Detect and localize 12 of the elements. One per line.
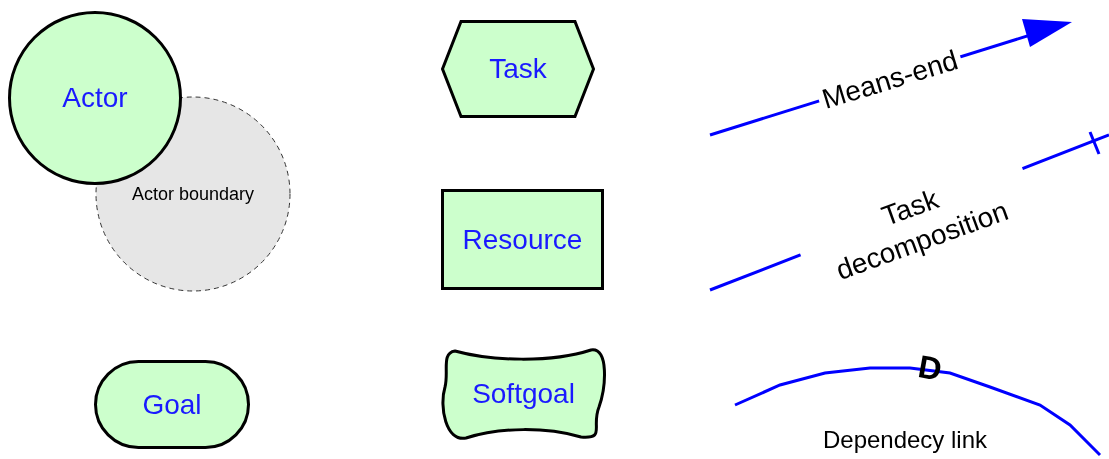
- node-label: Actor: [62, 82, 128, 114]
- node-label: Task: [489, 53, 547, 85]
- node-label: Goal: [142, 388, 202, 421]
- softgoal-cloud: [441, 347, 606, 441]
- actor-circle: [8, 11, 182, 185]
- resource-rectangle: [441, 189, 604, 290]
- dependum-letter: D: [914, 346, 946, 390]
- task-hexagon: [441, 20, 595, 118]
- node-label: Resource: [462, 223, 583, 256]
- node-label: Softgoal: [472, 378, 575, 410]
- node-label: Actor boundary: [131, 183, 255, 205]
- link-label: Dependecy link: [821, 425, 989, 456]
